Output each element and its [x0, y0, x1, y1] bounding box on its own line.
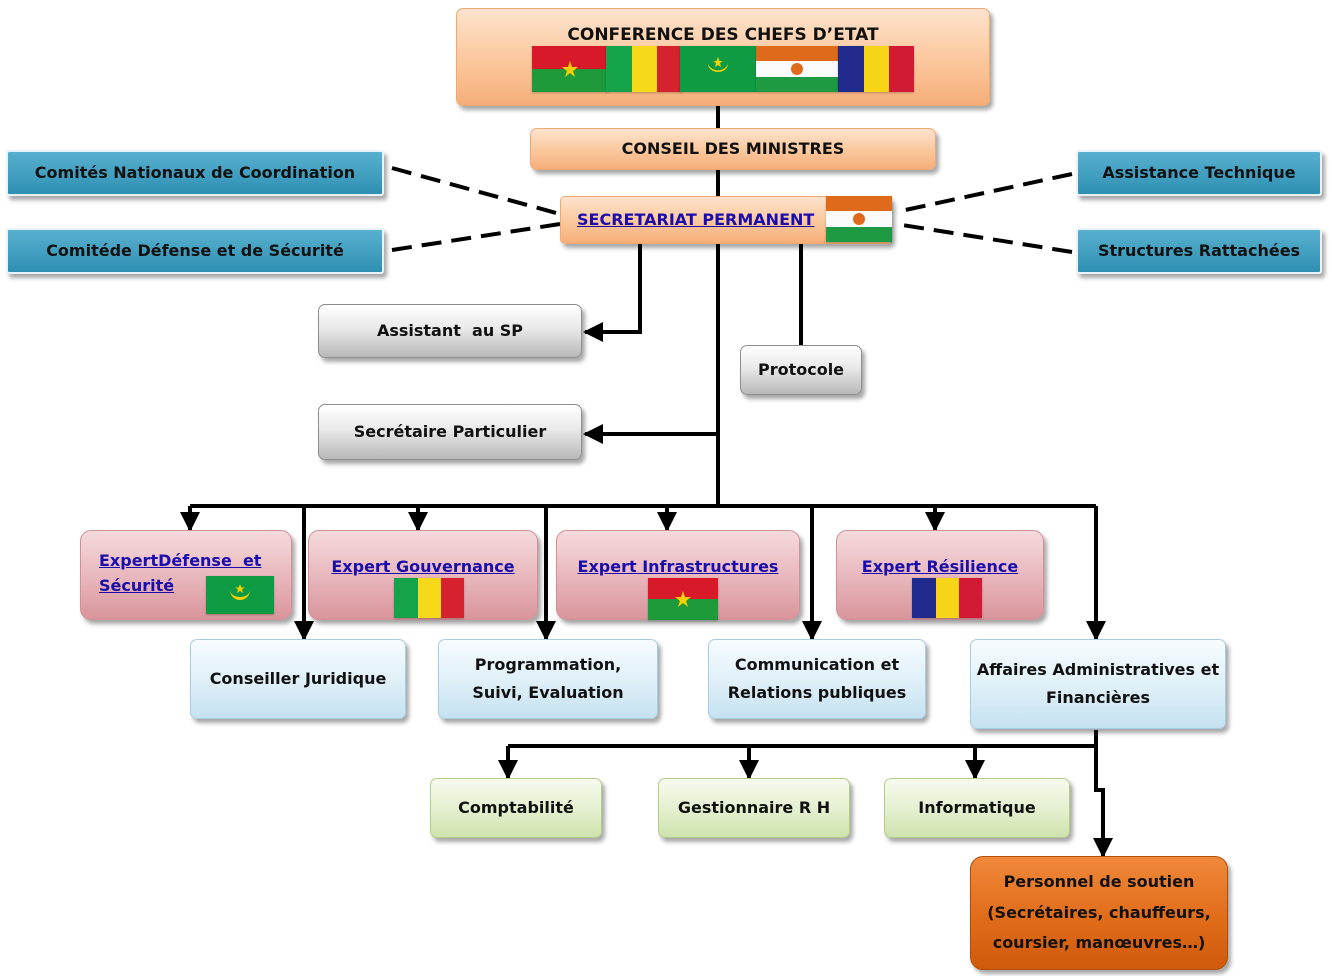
affaires-label-2: Financières	[1045, 688, 1151, 707]
comites-nationaux-label: Comités Nationaux de Coordination	[34, 163, 356, 182]
assistant-sp-box: Assistant au SP	[318, 304, 582, 358]
mauritania-flag	[680, 46, 756, 92]
programmation-box: Programmation, Suivi, Evaluation	[438, 639, 658, 719]
personnel-label-1: Personnel de soutien	[1003, 872, 1195, 892]
protocole-label: Protocole	[757, 360, 845, 379]
personnel-label-3: coursier, manœuvres…)	[992, 933, 1206, 953]
secretaire-particulier-label: Secrétaire Particulier	[353, 422, 547, 441]
comite-defense-label: Comitéde Défense et de Sécurité	[46, 241, 344, 260]
communication-box: Communication et Relations publiques	[708, 639, 926, 719]
comites-nationaux-box: Comités Nationaux de Coordination	[6, 150, 384, 196]
expert-infrastructures-link[interactable]: Expert Infrastructures	[577, 557, 779, 576]
niger-flag-secretariat	[826, 196, 892, 242]
informatique-box: Informatique	[884, 778, 1070, 838]
expert-gouvernance-link[interactable]: Expert Gouvernance	[331, 557, 515, 576]
conseiller-juridique-label: Conseiller Juridique	[209, 669, 387, 688]
structures-rattachees-label: Structures Rattachées	[1097, 241, 1301, 260]
comptabilite-label: Comptabilité	[458, 798, 574, 817]
expert-defense-label-2: Sécurité	[99, 575, 175, 595]
affaires-label-1: Affaires Administratives et	[976, 660, 1220, 679]
assistance-technique-label: Assistance Technique	[1102, 163, 1296, 182]
mali-flag-expert	[394, 578, 464, 618]
comptabilite-box: Comptabilité	[430, 778, 602, 838]
gestionnaire-rh-box: Gestionnaire R H	[658, 778, 850, 838]
assistance-technique-box: Assistance Technique	[1076, 150, 1322, 196]
niger-flag	[756, 46, 838, 92]
personnel-label-2: (Secrétaires, chauffeurs,	[987, 902, 1211, 922]
affaires-box: Affaires Administratives et Financières	[970, 639, 1226, 729]
comite-defense-box: Comitéde Défense et de Sécurité	[6, 228, 384, 274]
mauritania-flag-expert	[206, 576, 274, 614]
assistant-sp-label: Assistant au SP	[376, 321, 524, 340]
expert-defense-label-1: ExpertDéfense et	[99, 551, 262, 570]
chad-flag-expert	[912, 578, 982, 618]
burkina-faso-flag	[532, 46, 608, 92]
gestionnaire-rh-label: Gestionnaire R H	[677, 798, 831, 817]
informatique-label: Informatique	[918, 798, 1036, 817]
programmation-label-2: Suivi, Evaluation	[472, 683, 624, 702]
communication-label-1: Communication et	[734, 655, 900, 674]
personnel-soutien-box: Personnel de soutien (Secrétaires, chauf…	[970, 856, 1228, 970]
mali-flag	[606, 46, 682, 92]
expert-defense-link[interactable]: ExpertDéfense et Sécurité	[99, 549, 261, 599]
secretaire-particulier-box: Secrétaire Particulier	[318, 404, 582, 460]
protocole-box: Protocole	[740, 345, 862, 395]
communication-label-2: Relations publiques	[727, 683, 907, 702]
conseil-ministres-label: CONSEIL DES MINISTRES	[621, 139, 845, 158]
structures-rattachees-box: Structures Rattachées	[1076, 228, 1322, 274]
conseiller-juridique-box: Conseiller Juridique	[190, 639, 406, 719]
chad-flag	[838, 46, 914, 92]
expert-gouvernance-box: Expert Gouvernance	[308, 530, 538, 620]
secretariat-permanent-link[interactable]: SECRETARIAT PERMANENT	[577, 210, 815, 229]
expert-defense-box: ExpertDéfense et Sécurité	[80, 530, 292, 620]
expert-resilience-link[interactable]: Expert Résilience	[861, 557, 1019, 576]
conference-label: CONFERENCE DES CHEFS D’ETAT	[567, 25, 879, 45]
conseil-ministres-box: CONSEIL DES MINISTRES	[530, 128, 936, 170]
burkina-faso-flag-expert	[648, 578, 718, 620]
programmation-label-1: Programmation,	[474, 655, 622, 674]
